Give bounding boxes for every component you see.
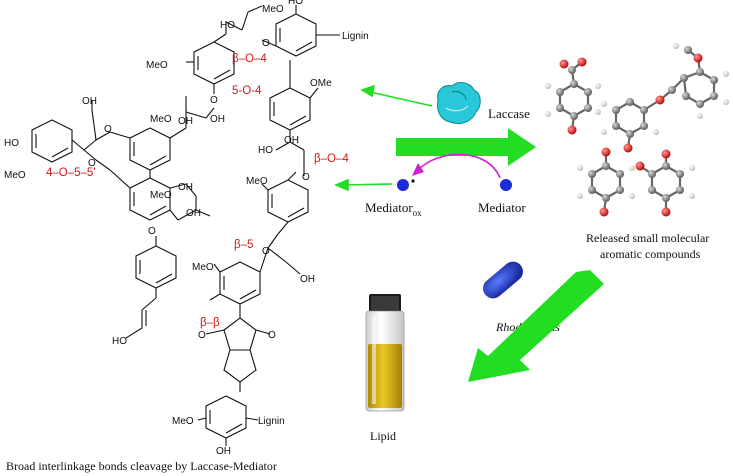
furan-ring xyxy=(223,349,257,383)
atom-label: MeO xyxy=(146,60,168,71)
atom-label: O xyxy=(262,38,270,49)
chemistry-labels: Lignin HO MeO HO O MeO O OMe OH HO O MeO… xyxy=(4,0,369,457)
products-label-line2: aromatic compounds xyxy=(600,247,701,261)
aromatic-ring xyxy=(129,127,171,171)
released-aromatic-compounds xyxy=(545,43,729,217)
lignin-label-bottom: Lignin xyxy=(258,416,285,427)
molecule-model xyxy=(635,149,695,217)
radical-dot xyxy=(411,179,415,183)
atom-label: MeO xyxy=(246,176,268,187)
atom-label: MeO xyxy=(262,4,284,15)
mediator-ox-label: Mediatorox xyxy=(365,200,422,218)
bond-label-beta-5: β–5 xyxy=(234,239,253,251)
atom-label: HO xyxy=(288,0,303,7)
mediator-ox-main: Mediator xyxy=(365,200,413,215)
atom-label: OH xyxy=(284,135,299,146)
aromatic-ring xyxy=(193,41,235,85)
atom-label: HO xyxy=(4,138,19,149)
aromatic-ring xyxy=(269,87,311,131)
atom-label: HO xyxy=(220,20,235,31)
atom-label: MeO xyxy=(150,190,172,201)
bond-label-4-o-5-5: 4–O–5–5' xyxy=(46,167,96,179)
mediator-label: Mediator xyxy=(478,200,526,215)
laccase-label: Laccase xyxy=(488,106,530,121)
atom-label: MeO xyxy=(192,262,214,273)
mediator-ox-dot xyxy=(397,179,409,191)
arrowhead xyxy=(360,84,376,98)
bioconversion-arrow xyxy=(468,270,604,382)
atom-label: OH xyxy=(82,96,97,107)
mediator-cycle-arrow xyxy=(412,153,501,179)
lipid-label: Lipid xyxy=(370,429,396,443)
atom-label: OH xyxy=(210,114,225,125)
atom-label: O xyxy=(104,124,112,135)
mediator-ox-subscript: ox xyxy=(413,208,423,218)
atom-label: OH xyxy=(300,274,315,285)
atom-label: OH xyxy=(178,116,193,127)
aromatic-ring xyxy=(205,395,247,439)
bond-label-5-o-4: 5-O-4 xyxy=(232,85,262,97)
atom-label: HO xyxy=(112,336,127,347)
furan-ring xyxy=(223,317,257,351)
atom-label: MeO xyxy=(172,416,194,427)
bond-label-beta-o-4-top: β–O–4 xyxy=(232,53,267,65)
atom-label: OH xyxy=(178,182,193,193)
laccase-enzyme xyxy=(437,82,481,125)
atom-label: OH xyxy=(186,208,201,219)
atom-label: O xyxy=(88,158,96,169)
main-reaction-arrow xyxy=(396,128,536,166)
atom-label: OMe xyxy=(310,78,332,89)
figure-caption: Broad interlinkage bonds cleavage by Lac… xyxy=(6,459,277,473)
arrowhead xyxy=(333,178,349,192)
bond-label-beta-beta: β–β xyxy=(200,317,220,329)
atom-label: O xyxy=(302,172,310,183)
aromatic-ring xyxy=(219,261,261,305)
mediator-dot xyxy=(500,179,512,191)
aromatic-ring xyxy=(275,13,317,57)
lignin-structure xyxy=(31,5,340,446)
molecule-model xyxy=(545,57,601,135)
aromatic-ring xyxy=(267,179,309,223)
atom-label: O xyxy=(198,330,206,341)
atom-label: HO xyxy=(258,145,273,156)
atom-label: O xyxy=(262,246,270,257)
atom-label: MeO xyxy=(150,114,172,125)
atom-label: O xyxy=(148,226,156,237)
lipid-vial xyxy=(365,294,405,412)
bond-label-beta-o-4-mid: β–O–4 xyxy=(314,153,349,165)
atom-label: O xyxy=(210,95,218,106)
products-label-line1: Released small molecular xyxy=(586,231,709,245)
atom-label: MeO xyxy=(4,170,26,181)
rhodococcus-cell xyxy=(483,261,523,299)
lignin-label-top: Lignin xyxy=(342,31,369,42)
aromatic-ring xyxy=(31,119,73,163)
atom-label: O xyxy=(268,330,276,341)
molecule-model xyxy=(577,147,635,217)
atom-label: OH xyxy=(216,446,231,457)
bond-labels: β–O–4 5-O-4 β–O–4 4–O–5–5' β–5 β–β xyxy=(46,53,349,329)
molecule-model xyxy=(601,43,729,153)
aromatic-ring xyxy=(135,245,177,289)
attack-arrows xyxy=(333,84,433,192)
